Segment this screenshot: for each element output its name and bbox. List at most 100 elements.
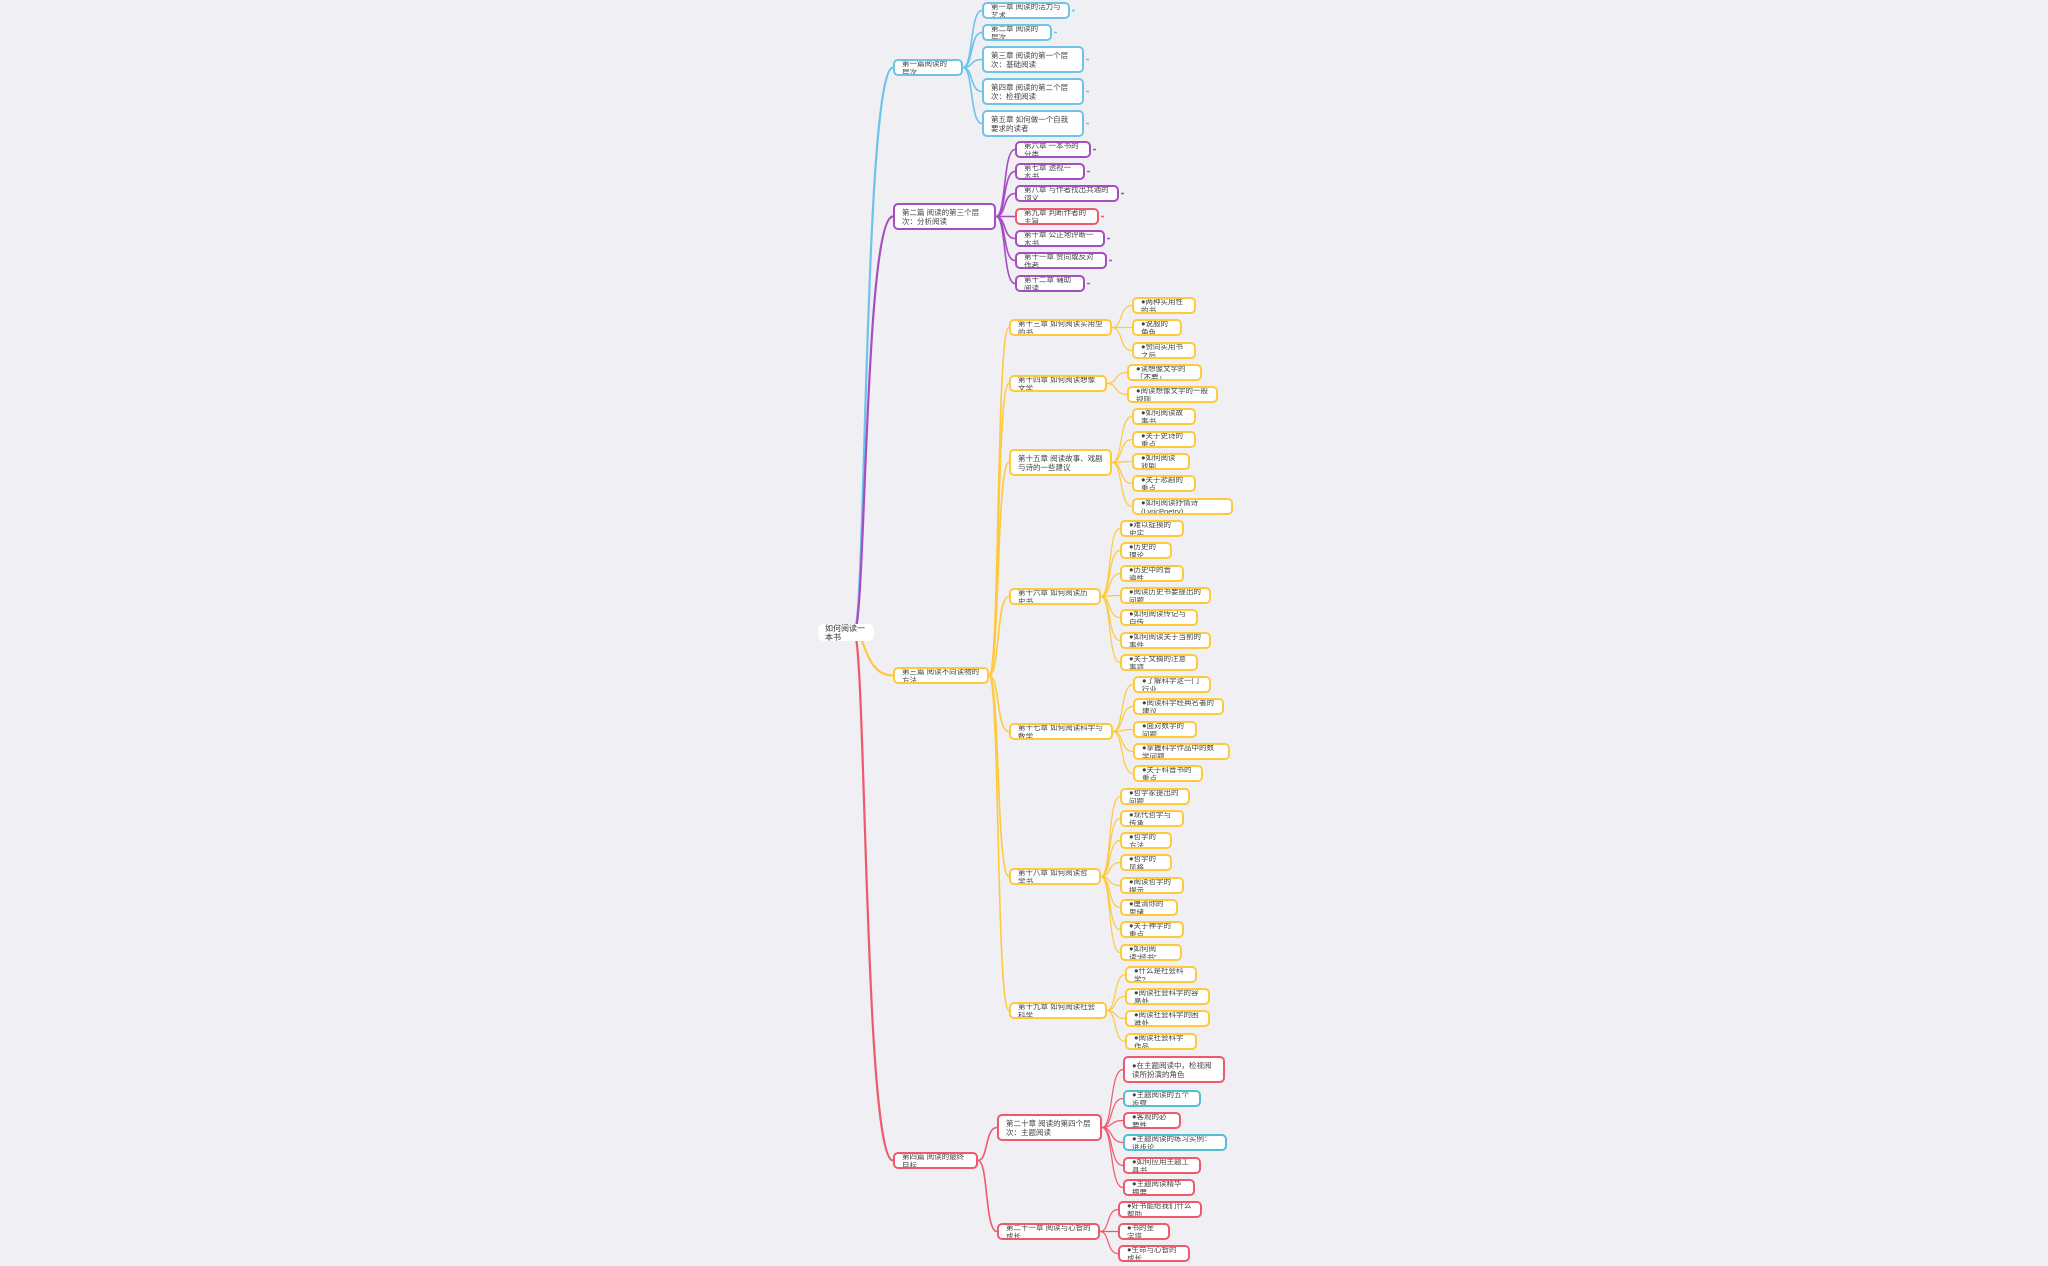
topic-node-3-4-3-label: ●历史中的普遍性 xyxy=(1129,565,1172,582)
chapter-node-1-5[interactable]: 第五章 如何做一个自我要求的读者 xyxy=(982,110,1084,137)
topic-node-3-6-8-label: ●如何阅读“经书” xyxy=(1129,944,1157,961)
topic-node-3-5-2-label: ●阅读科学经典名著的建议 xyxy=(1142,698,1215,715)
topic-node-3-4-4-label: ●阅读历史书要提出的问题 xyxy=(1129,587,1202,604)
topic-node-3-5-4[interactable]: ●掌握科学作品中的数学问题 xyxy=(1133,743,1230,760)
topic-node-3-4-5[interactable]: ●如何阅读传记与自传 xyxy=(1120,609,1198,626)
topic-node-4-1-5[interactable]: ●如何应用主题工具书 xyxy=(1123,1157,1201,1174)
topic-node-3-6-6[interactable]: ●厘清你的思绪 xyxy=(1120,899,1178,916)
topic-node-3-6-7[interactable]: ●关于神学的重点 xyxy=(1120,921,1184,938)
branch-line-item-3-5-1 xyxy=(1112,683,1134,733)
chapter-node-4-2[interactable]: 第二十一章 阅读与心智的成长 xyxy=(997,1223,1100,1240)
chapter-node-4-1[interactable]: 第二十章 阅读的第四个层次：主题阅读 xyxy=(997,1114,1102,1141)
branch-line-item-3-6-5 xyxy=(1100,875,1121,887)
topic-node-3-5-5[interactable]: ●关于科普书的重点 xyxy=(1133,765,1203,782)
topic-node-3-5-2[interactable]: ●阅读科学经典名著的建议 xyxy=(1133,698,1224,715)
chapter-node-2-5-label: 第十章 公正地评断一本书 xyxy=(1024,230,1094,247)
topic-node-4-1-2[interactable]: ●主题阅读的五个步骤 xyxy=(1123,1090,1201,1107)
chapter-node-3-1[interactable]: 第十三章 如何阅读实用型的书 xyxy=(1009,319,1112,336)
part-node-4[interactable]: 第四篇 阅读的最终目标 xyxy=(893,1152,978,1169)
topic-node-3-7-2[interactable]: ●阅读社会科学的容易处 xyxy=(1125,988,1210,1005)
branch-line-item-3-4-3 xyxy=(1100,572,1121,598)
topic-node-3-6-8[interactable]: ●如何阅读“经书” xyxy=(1120,944,1182,961)
chapter-node-2-7[interactable]: 第十二章 辅助阅读 xyxy=(1015,275,1085,292)
topic-node-3-3-4-label: ●关于悲剧的重点 xyxy=(1141,475,1184,492)
topic-node-4-1-6[interactable]: ●主题阅读精华摘要 xyxy=(1123,1179,1195,1196)
topic-node-4-1-1[interactable]: ●在主题阅读中，检视阅读所扮演的角色 xyxy=(1123,1056,1225,1083)
chapter-node-1-4[interactable]: 第四章 阅读的第二个层次：检视阅读 xyxy=(982,78,1084,105)
branch-line-item-3-3-5 xyxy=(1111,461,1133,508)
topic-node-3-1-3[interactable]: ●赞同实用书之后 xyxy=(1132,342,1196,359)
topic-node-4-2-2[interactable]: ●书的金字塔 xyxy=(1118,1223,1170,1240)
topic-node-3-6-5[interactable]: ●阅读哲学的提示 xyxy=(1120,877,1184,894)
topic-node-4-1-4-label: ●主题阅读的练习实例：进步论 xyxy=(1132,1134,1212,1151)
topic-node-3-6-2[interactable]: ●现代哲学与传承 xyxy=(1120,810,1184,827)
branch-line-part-1 xyxy=(852,66,895,634)
topic-node-3-4-1[interactable]: ●难以捉摸的史实 xyxy=(1120,520,1184,537)
topic-node-3-2-1[interactable]: ●读想像文学的「不要」 xyxy=(1127,364,1202,381)
chapter-node-2-3[interactable]: 第八章 与作者找出共通的词义 xyxy=(1015,185,1119,202)
branch-line-chapter-1-4 xyxy=(962,66,983,93)
chapter-node-1-1[interactable]: 第一章 阅读的活力与艺术 xyxy=(982,2,1070,19)
topic-node-3-1-1[interactable]: ●两种实用性的书 xyxy=(1132,297,1196,314)
chapter-node-2-1-label: 第六章 一本书的分类 xyxy=(1024,141,1079,158)
topic-node-3-3-2[interactable]: ●关于史诗的重点 xyxy=(1132,431,1196,448)
topic-node-3-5-3[interactable]: ●面对数学的问题 xyxy=(1133,721,1197,738)
topic-node-3-7-4[interactable]: ●阅读社会科学作品 xyxy=(1125,1033,1197,1050)
root-node[interactable]: 如何阅读一本书 xyxy=(818,624,874,641)
topic-node-4-1-3[interactable]: ●客观的必要性 xyxy=(1123,1112,1181,1129)
branch-line-item-3-5-4 xyxy=(1112,730,1134,753)
part-node-3[interactable]: 第三篇 阅读不同读物的方法 xyxy=(893,667,989,684)
chapter-node-3-3[interactable]: 第十五章 阅读故事、戏剧与诗的一些建议 xyxy=(1009,449,1112,476)
chapter-node-3-2[interactable]: 第十四章 如何阅读想像文学 xyxy=(1009,375,1107,392)
topic-node-4-2-1[interactable]: ●好书能给我们什么帮助 xyxy=(1118,1201,1202,1218)
topic-node-3-7-1[interactable]: ●什么是社会科学? xyxy=(1125,966,1197,983)
topic-node-3-6-1-label: ●哲学家提出的问题 xyxy=(1129,788,1179,805)
branch-line-item-4-1-4 xyxy=(1101,1126,1124,1144)
topic-node-3-3-4[interactable]: ●关于悲剧的重点 xyxy=(1132,475,1196,492)
branch-line-chapter-4-1 xyxy=(977,1126,998,1162)
branch-line-item-3-3-3 xyxy=(1111,460,1133,464)
branch-line-chapter-2-7 xyxy=(995,215,1016,285)
topic-node-3-5-1[interactable]: ●了解科学这一门行业 xyxy=(1133,676,1211,693)
part-node-2[interactable]: 第二篇 阅读的第三个层次：分析阅读 xyxy=(893,203,996,230)
topic-node-3-6-4[interactable]: ●哲学的风格 xyxy=(1120,854,1172,871)
topic-node-3-4-3[interactable]: ●历史中的普遍性 xyxy=(1120,565,1184,582)
chapter-node-2-6[interactable]: 第十一章 赞同或反对作者 xyxy=(1015,252,1107,269)
branch-line-part-2 xyxy=(852,215,894,634)
branch-line-item-3-6-2 xyxy=(1100,817,1121,878)
topic-node-3-5-1-label: ●了解科学这一门行业 xyxy=(1142,676,1200,693)
topic-node-3-4-7[interactable]: ●关于文摘的注意事项 xyxy=(1120,654,1198,671)
topic-node-3-3-5[interactable]: ●如何阅读抒情诗(LyricPoetry) xyxy=(1132,498,1233,515)
branch-line-item-3-3-2 xyxy=(1111,438,1133,464)
chapter-node-2-1[interactable]: 第六章 一本书的分类 xyxy=(1015,141,1091,158)
topic-node-4-1-4[interactable]: ●主题阅读的练习实例：进步论 xyxy=(1123,1134,1227,1151)
topic-node-4-1-1-label: ●在主题阅读中，检视阅读所扮演的角色 xyxy=(1132,1060,1212,1079)
topic-node-3-2-2[interactable]: ●阅读想像文学的一般规则 xyxy=(1127,386,1218,403)
chapter-node-2-2[interactable]: 第七章 透视一本书 xyxy=(1015,163,1085,180)
branch-line-item-3-6-3 xyxy=(1100,839,1121,878)
topic-node-4-2-3[interactable]: ●生命与心智的成长 xyxy=(1118,1245,1190,1262)
chapter-node-3-5[interactable]: 第十七章 如何阅读科学与数学 xyxy=(1009,723,1113,740)
chapter-node-3-6[interactable]: 第十八章 如何阅读哲学书 xyxy=(1009,868,1101,885)
topic-node-3-4-6[interactable]: ●如何阅读关于当前的事件 xyxy=(1120,632,1211,649)
part-node-1[interactable]: 第一篇阅读的层次 xyxy=(893,59,963,76)
topic-node-3-1-2-label: ●说服的角色 xyxy=(1141,319,1169,336)
topic-node-3-1-2[interactable]: ●说服的角色 xyxy=(1132,319,1182,336)
topic-node-4-2-1-label: ●好书能给我们什么帮助 xyxy=(1127,1201,1192,1218)
topic-node-3-4-2[interactable]: ●历史的理论 xyxy=(1120,542,1172,559)
topic-node-3-6-1[interactable]: ●哲学家提出的问题 xyxy=(1120,788,1190,805)
chapter-node-3-4[interactable]: 第十六章 如何阅读历史书 xyxy=(1009,588,1101,605)
topic-node-3-4-4[interactable]: ●阅读历史书要提出的问题 xyxy=(1120,587,1211,604)
chapter-node-1-2[interactable]: 第二章 阅读的层次 xyxy=(982,24,1052,41)
topic-node-3-7-2-label: ●阅读社会科学的容易处 xyxy=(1134,988,1199,1005)
topic-node-3-7-3[interactable]: ●阅读社会科学的困难处 xyxy=(1125,1010,1210,1027)
topic-node-4-1-3-label: ●客观的必要性 xyxy=(1132,1112,1167,1129)
chapter-node-3-7[interactable]: 第十九章 如何阅读社会科学 xyxy=(1009,1002,1107,1019)
topic-node-3-6-3[interactable]: ●哲学的方法 xyxy=(1120,832,1172,849)
branch-line-item-3-4-1 xyxy=(1100,527,1121,598)
chapter-node-2-4[interactable]: 第九章 判断作者的主旨 xyxy=(1015,208,1099,225)
topic-node-3-3-3[interactable]: ●如何阅读戏剧 xyxy=(1132,453,1190,470)
topic-node-3-3-1[interactable]: ●如何阅读故事书 xyxy=(1132,408,1196,425)
chapter-node-1-3[interactable]: 第三章 阅读的第一个层次：基础阅读 xyxy=(982,46,1084,73)
chapter-node-2-5[interactable]: 第十章 公正地评断一本书 xyxy=(1015,230,1105,247)
